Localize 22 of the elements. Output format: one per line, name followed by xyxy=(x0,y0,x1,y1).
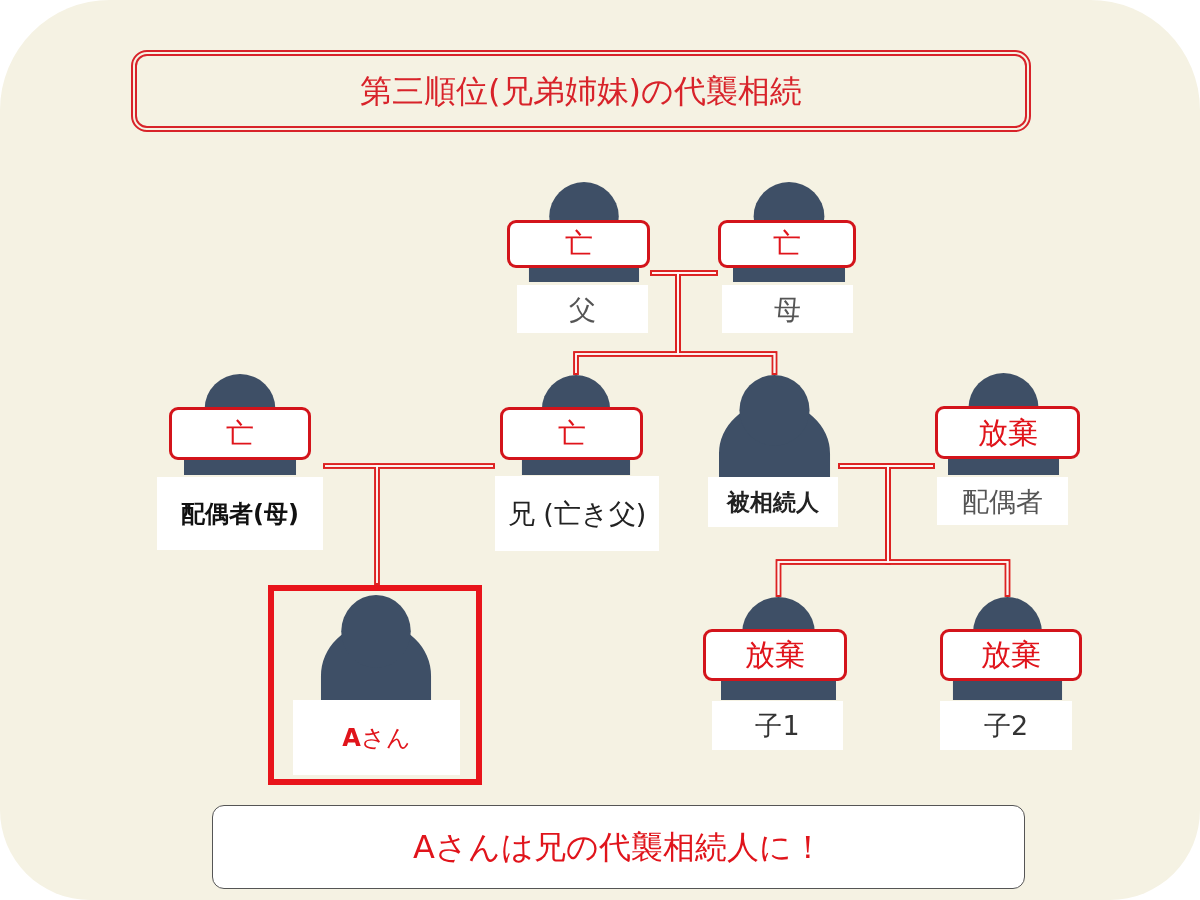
connector-line xyxy=(885,463,1011,597)
status-tag: 亡 xyxy=(169,407,311,460)
name-label: 兄 (亡き父) xyxy=(495,476,659,551)
status-tag: 亡 xyxy=(507,220,650,268)
name-label: 父 xyxy=(517,285,648,333)
connector-line xyxy=(374,463,495,585)
highlight-frame xyxy=(268,585,482,785)
title-banner: 第三順位(兄弟姉妹)の代襲相続 xyxy=(131,50,1031,132)
connector-line xyxy=(675,270,778,375)
status-tag: 放棄 xyxy=(940,629,1082,681)
status-tag: 亡 xyxy=(718,220,856,268)
status-tag: 亡 xyxy=(500,407,643,460)
name-label: Aさん xyxy=(293,700,460,775)
name-label: 配偶者(母) xyxy=(157,477,323,550)
callout-box: Aさんは兄の代襲相続人に！ xyxy=(212,805,1025,889)
name-label: 子2 xyxy=(940,701,1072,750)
name-label: 被相続人 xyxy=(708,477,838,527)
status-tag: 放棄 xyxy=(935,406,1080,459)
status-tag: 放棄 xyxy=(703,629,847,681)
name-label: 子1 xyxy=(712,701,843,750)
name-label: 母 xyxy=(722,285,853,333)
name-label: 配偶者 xyxy=(937,477,1068,525)
